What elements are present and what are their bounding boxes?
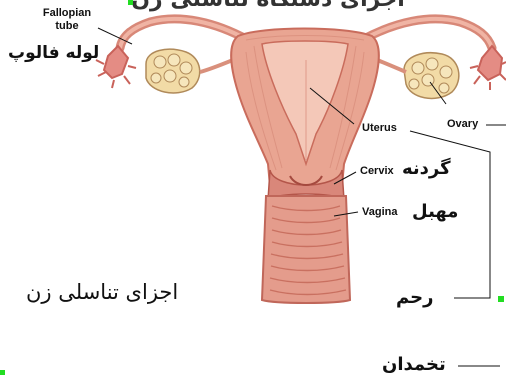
ovary-label-en: Ovary xyxy=(447,119,478,130)
vagina xyxy=(262,196,350,303)
uterus-label-fa: رحم xyxy=(396,289,433,307)
right-fallopian-tube xyxy=(362,19,492,48)
left-ovary xyxy=(146,49,200,93)
corner-marker-top xyxy=(128,0,133,5)
corner-marker-bottom xyxy=(0,370,5,375)
right-fimbriae xyxy=(470,46,506,90)
uterus-label-en: Uterus xyxy=(362,123,397,134)
diagram-caption: اجزای تناسلی زن xyxy=(26,282,178,303)
corner-marker-right xyxy=(498,296,504,302)
ovary-label-fa: تخمدان xyxy=(382,356,446,374)
fallopian-tube-label-en: Fallopian tube xyxy=(32,7,102,33)
vagina-label-fa: مهبل xyxy=(412,203,458,221)
cervix-label-fa: گردنه xyxy=(402,160,451,178)
header-text: اجزای دستگاه تناسلی زن xyxy=(131,0,405,12)
fallopian-tube-label-fa: لوله فالوپ xyxy=(8,45,99,62)
right-ovary xyxy=(404,53,459,99)
left-fallopian-tube xyxy=(120,19,248,48)
left-fimbriae xyxy=(96,46,136,88)
vagina-label-en: Vagina xyxy=(362,207,397,218)
cervix-label-en: Cervix xyxy=(360,166,394,177)
